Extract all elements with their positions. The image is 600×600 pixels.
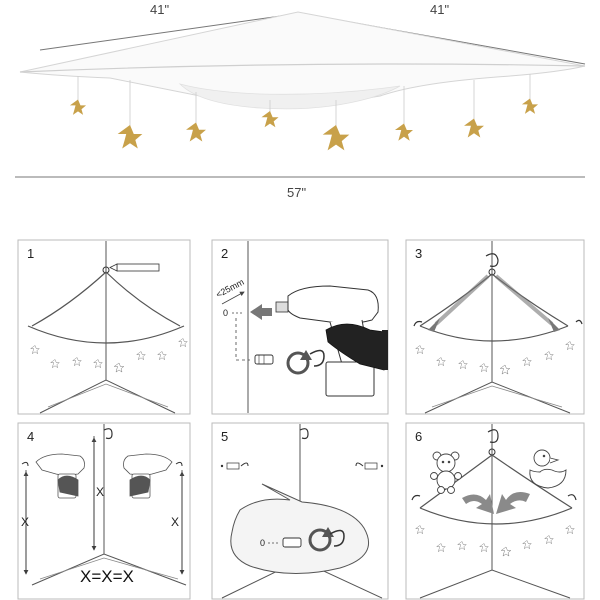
star-icon [322, 125, 350, 151]
step-4-panel: 4 X X X X=X=X [17, 422, 191, 600]
star-icon [69, 99, 87, 115]
star-icon [117, 125, 143, 149]
hook-icon [175, 461, 183, 467]
star-icon [521, 98, 539, 114]
dim-line-left [39, 13, 296, 51]
hook-icon [102, 266, 110, 274]
direction-arrow-icon [250, 304, 272, 320]
step-number: 5 [221, 429, 228, 444]
hook-icon [411, 494, 421, 501]
floor-line [424, 381, 571, 414]
hook-icon [575, 319, 583, 325]
drill-icon [123, 453, 173, 499]
panel-border [17, 239, 191, 415]
floor-line [39, 379, 176, 414]
rotate-arrow-icon [286, 350, 312, 375]
star-icon [464, 118, 484, 138]
zoom-callout: 0 [230, 483, 369, 574]
drill-icon [275, 285, 388, 397]
arrow-icon [548, 318, 560, 332]
distance-label: X [96, 485, 104, 499]
dim-bottom-label: 57" [287, 185, 306, 200]
hook-icon [299, 428, 309, 440]
canopy-fold [178, 83, 401, 110]
hook-icon [355, 462, 364, 467]
pencil-icon [109, 263, 160, 272]
hook-icon [413, 320, 423, 327]
arrow-icon [496, 492, 530, 514]
hanging-stars [69, 74, 539, 151]
zero-label: 0 [223, 308, 228, 318]
distance-label: X [21, 515, 29, 529]
dim-left-label: 41" [150, 2, 169, 17]
star-icon [186, 122, 206, 142]
arrow-icon [428, 318, 440, 332]
star-icon [261, 111, 279, 128]
arrow-icon [462, 494, 494, 514]
step-3-panel: 3 [405, 239, 585, 415]
step-6-panel: 6 [405, 422, 585, 600]
hook-icon [103, 428, 113, 440]
star-icon [394, 123, 414, 141]
placement-arrows [462, 492, 530, 514]
step-1-panel: 1 [17, 239, 191, 415]
step-number: 2 [221, 246, 228, 261]
hook-icon [309, 349, 325, 367]
canopy-fabric [19, 11, 586, 104]
small-anchor-left [220, 462, 249, 470]
step-5-panel: 5 0 [211, 422, 389, 600]
wall-anchor-icon [254, 354, 274, 365]
step-number: 3 [415, 246, 422, 261]
dim-right-label: 41" [430, 2, 449, 17]
panel-border [405, 422, 585, 600]
hook-icon [21, 461, 29, 467]
distance-label: X [171, 515, 179, 529]
step-number: 4 [27, 429, 34, 444]
teddy-bear-icon [430, 451, 462, 494]
wall-anchor-icon [282, 537, 302, 548]
step-number: 6 [415, 429, 422, 444]
equal-distance-label: X=X=X [80, 567, 134, 586]
hook-icon [485, 253, 499, 267]
drill-icon [35, 453, 85, 499]
rotate-arrow-icon [308, 527, 334, 552]
hook-icon [329, 529, 345, 547]
hook-icon [567, 494, 577, 501]
hook-icon [240, 462, 249, 467]
step-2-panel: 2 <25mm 0 [211, 239, 389, 415]
zero-label: 0 [260, 538, 265, 548]
floor-line [419, 569, 571, 599]
canopy-hem [19, 63, 586, 73]
floor-line [31, 553, 187, 586]
step-number: 1 [27, 246, 34, 261]
hook-icon [487, 429, 499, 443]
duck-icon [529, 449, 567, 489]
small-anchor-right [355, 462, 384, 470]
canopy-product: 41" 41" 57" [15, 2, 586, 200]
